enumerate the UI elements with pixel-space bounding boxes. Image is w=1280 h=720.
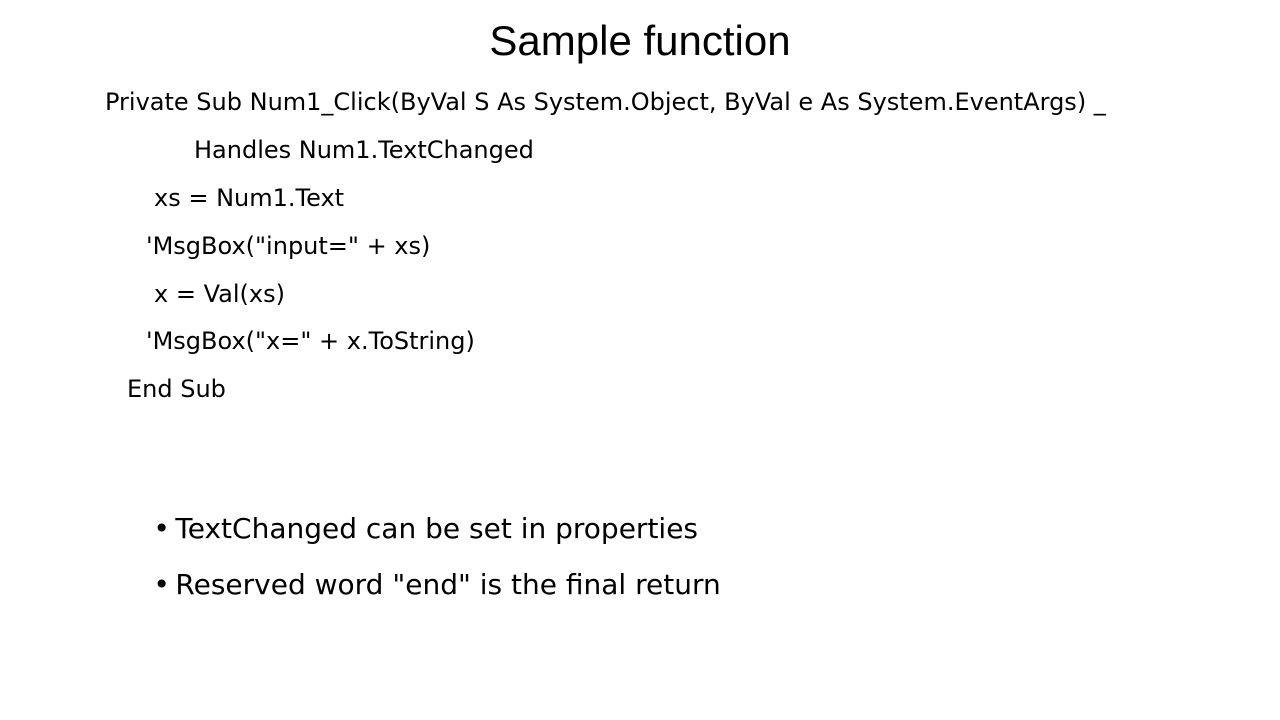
- code-line: End Sub: [127, 375, 226, 403]
- code-line: Handles Num1.TextChanged: [194, 136, 534, 164]
- code-line: Private Sub Num1_Click(ByVal S As System…: [105, 88, 1106, 116]
- bullet-item: •TextChanged can be set in properties: [100, 475, 698, 583]
- code-line: x = Val(xs): [154, 280, 285, 308]
- code-line: xs = Num1.Text: [154, 184, 345, 212]
- code-line: 'MsgBox("input=" + xs): [146, 232, 431, 260]
- bullet-marker: •: [153, 512, 170, 545]
- bullet-text: Reserved word "end" is the final return: [175, 568, 721, 601]
- bullet-text: TextChanged can be set in properties: [175, 512, 699, 545]
- slide-title: Sample function: [489, 17, 791, 64]
- bullet-item: •Reserved word "end" is the final return: [100, 531, 721, 639]
- bullet-marker: •: [153, 568, 170, 601]
- code-line: 'MsgBox("x=" + x.ToString): [146, 327, 475, 355]
